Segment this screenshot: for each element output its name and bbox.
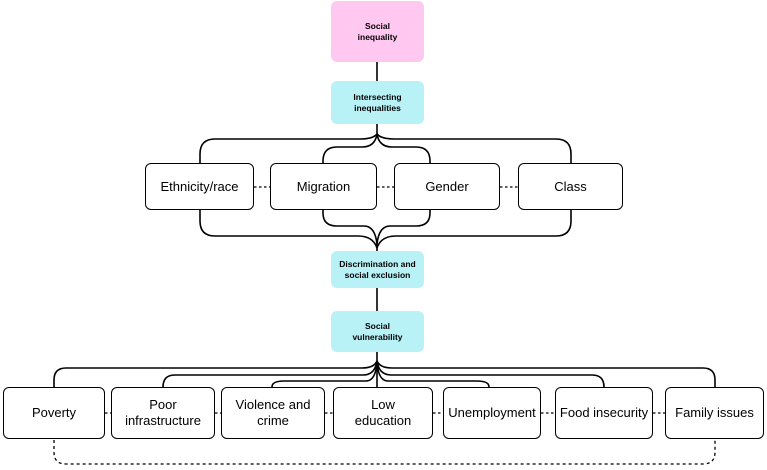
social-vulnerability-box: Social vulnerability: [331, 311, 424, 352]
food-insecurity-box: Food insecurity: [555, 387, 653, 439]
class-box: Class: [518, 163, 623, 210]
unemployment-box: Unemployment: [443, 387, 541, 439]
discrimination-box: Discrimination and social exclusion: [331, 251, 424, 288]
violence-and-crime-box: Violence and crime: [221, 387, 325, 439]
ethnicity-race-box: Ethnicity/race: [145, 163, 254, 210]
gender-box: Gender: [394, 163, 500, 210]
low-education-box: Low education: [333, 387, 433, 439]
intersecting-inequalities-box: Intersecting inequalities: [331, 81, 424, 124]
family-issues-box: Family issues: [665, 387, 764, 439]
poor-infrastructure-box: Poor infrastructure: [111, 387, 215, 439]
social-inequality-box: Social inequality: [331, 1, 424, 62]
poverty-box: Poverty: [3, 387, 105, 439]
migration-box: Migration: [270, 163, 377, 210]
